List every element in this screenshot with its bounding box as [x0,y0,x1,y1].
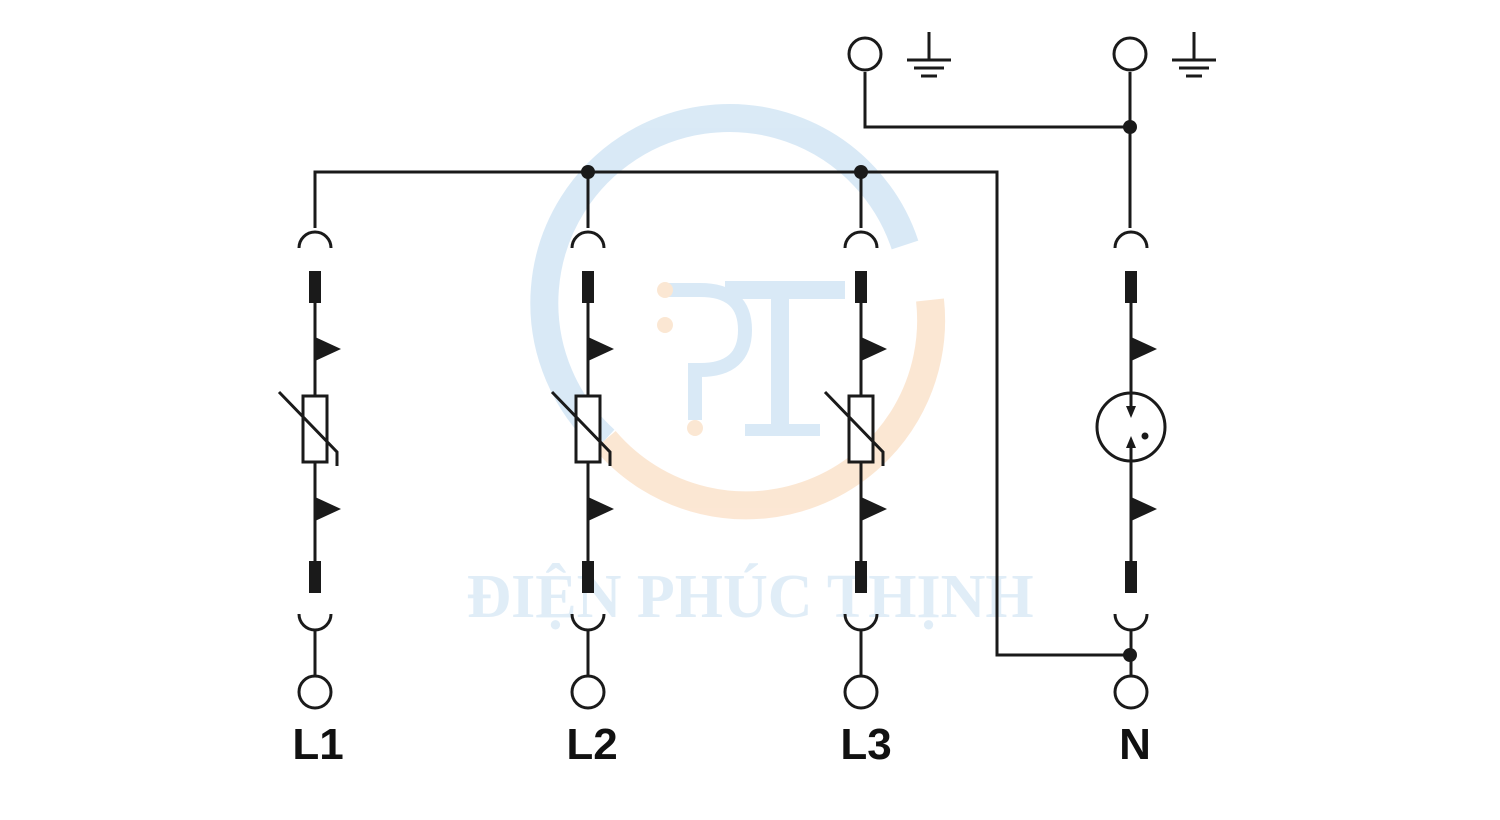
terminal-n [1113,674,1149,710]
contact-top-l1 [309,271,321,303]
terminal-l3 [843,674,879,710]
socket-top-l2 [570,230,606,249]
branch-n [1095,230,1167,710]
flag-bottom-l3 [861,497,887,521]
watermark-logo [530,104,946,520]
ground-connection [847,32,1216,228]
contact-top-l3 [855,271,867,303]
contact-top-l2 [582,271,594,303]
terminal-labels: L1 L2 L3 N [292,720,1151,769]
label-n: N [1119,720,1151,769]
flag-bottom-l2 [588,497,614,521]
flag-top-n [1131,337,1157,361]
label-l3: L3 [840,720,891,769]
branch-l2 [550,230,614,710]
contact-bottom-n [1125,561,1137,593]
contact-bottom-l2 [582,561,594,593]
ground-icon [1172,32,1216,78]
contact-bottom-l1 [309,561,321,593]
flag-top-l1 [315,337,341,361]
socket-top-l1 [297,230,333,249]
label-l2: L2 [566,720,617,769]
label-l1: L1 [292,720,343,769]
ground-terminal-2[interactable] [1112,36,1148,72]
contact-bottom-l3 [855,561,867,593]
watermark-text: ĐIỆN PHÚC THỊNH [466,563,1033,631]
branch-l3 [823,230,887,710]
socket-top-l3 [843,230,879,249]
terminal-l1 [297,674,333,710]
terminal-l2 [570,674,606,710]
branches [277,230,1167,710]
ground-terminal-1[interactable] [847,36,883,72]
flag-bottom-l1 [315,497,341,521]
socket-bottom-n [1113,613,1149,632]
flag-top-l2 [588,337,614,361]
socket-top-n [1113,230,1149,249]
contact-top-n [1125,271,1137,303]
branch-l1 [277,230,341,710]
flag-top-l3 [861,337,887,361]
spark-gap-n [1095,391,1167,463]
varistor-l1 [277,390,339,466]
socket-bottom-l1 [297,613,333,632]
varistor-l2 [550,390,612,466]
flag-bottom-n [1131,497,1157,521]
ground-icon [907,32,951,78]
varistor-l3 [823,390,885,466]
